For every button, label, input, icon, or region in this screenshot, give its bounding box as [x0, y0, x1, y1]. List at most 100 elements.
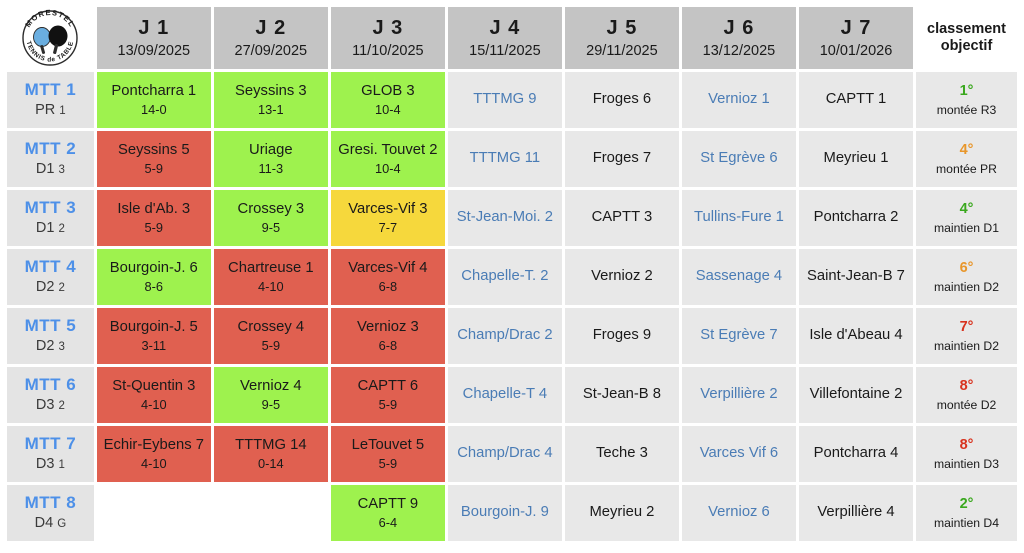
match-cell-j7[interactable]: Pontcharra 4 [798, 426, 913, 482]
match-cell-j6[interactable]: St Egrève 6 [681, 131, 796, 187]
match-cell-j6[interactable]: Varces Vif 6 [681, 426, 796, 482]
match-cell-j7[interactable]: Meyrieu 1 [798, 131, 913, 187]
objective-text: montée D2 [936, 397, 997, 412]
match-cell-j5[interactable]: Vernioz 2 [564, 249, 679, 305]
match-cell-j5[interactable]: Froges 9 [564, 308, 679, 364]
match-cell-j7[interactable]: Isle d'Abeau 4 [798, 308, 913, 364]
round-date: 27/09/2025 [234, 42, 308, 59]
match-cell-j5[interactable]: St-Jean-B 8 [564, 367, 679, 423]
match-score: 3-11 [141, 337, 167, 353]
match-cell-j5[interactable]: Froges 7 [564, 131, 679, 187]
match-cell-j7[interactable]: Pontcharra 2 [798, 190, 913, 246]
opponent-name: St-Quentin 3 [112, 377, 196, 394]
objective-rank: 8° [959, 378, 974, 395]
opponent-name: Tullins-Fure 1 [694, 209, 784, 226]
opponent-name: Meyrieu 1 [823, 150, 889, 167]
opponent-name: Varces-Vif 4 [348, 259, 428, 276]
match-cell-j6[interactable]: Sassenage 4 [681, 249, 796, 305]
opponent-name: St-Jean-Moi. 2 [456, 209, 553, 226]
match-cell-j4[interactable]: Champ/Drac 2 [447, 308, 562, 364]
opponent-name: Crossey 3 [237, 200, 305, 217]
ranking-objective-cell: 8°maintien D3 [916, 426, 1017, 482]
team-division: D4 G [34, 515, 67, 532]
club-logo-cell: MORESTEL TENNIS de TABLE [7, 7, 94, 69]
match-score: 4-10 [140, 455, 167, 471]
match-cell-j6[interactable]: Vernioz 1 [681, 72, 796, 128]
opponent-name: Gresi. Touvet 2 [338, 141, 438, 158]
opponent-name: Saint-Jean-B 7 [807, 268, 905, 285]
match-cell-j3[interactable]: GLOB 3 10-4 [330, 72, 445, 128]
team-division-group: G [57, 518, 67, 531]
match-cell-j7[interactable]: CAPTT 1 [798, 72, 913, 128]
match-cell-j6[interactable]: Tullins-Fure 1 [681, 190, 796, 246]
match-score: 10-4 [375, 101, 401, 117]
match-cell-j4[interactable]: Champ/Drac 4 [447, 426, 562, 482]
objective-rank: 7° [959, 319, 974, 336]
match-cell-j7[interactable]: Saint-Jean-B 7 [798, 249, 913, 305]
match-cell-j4[interactable]: TTTMG 11 [447, 131, 562, 187]
objective-rank: 8° [959, 437, 974, 454]
match-cell-j6[interactable]: Vernioz 6 [681, 485, 796, 541]
opponent-name: Varces Vif 6 [699, 445, 779, 462]
match-cell-j4[interactable]: Bourgoin-J. 9 [447, 485, 562, 541]
objective-rank: 1° [959, 83, 974, 100]
match-cell-j4[interactable]: Chapelle-T. 2 [447, 249, 562, 305]
opponent-name: Isle d'Abeau 4 [809, 327, 903, 344]
match-cell-j7[interactable]: Villefontaine 2 [798, 367, 913, 423]
opponent-name: Vernioz 1 [708, 91, 770, 108]
opponent-name: Uriage [249, 141, 293, 158]
match-cell-j4[interactable]: St-Jean-Moi. 2 [447, 190, 562, 246]
match-cell-j7[interactable]: Verpillière 4 [798, 485, 913, 541]
match-cell-j5[interactable]: Meyrieu 2 [564, 485, 679, 541]
match-score: 5-9 [378, 396, 398, 412]
match-cell-j5[interactable]: Teche 3 [564, 426, 679, 482]
match-cell-j4[interactable]: TTTMG 9 [447, 72, 562, 128]
season-schedule-table: MORESTEL TENNIS de TABLE [4, 4, 1020, 544]
match-cell-j6[interactable]: St Egrève 7 [681, 308, 796, 364]
match-cell-j5[interactable]: Froges 6 [564, 72, 679, 128]
opponent-name: Verpillière 4 [817, 504, 895, 521]
round-date: 29/11/2025 [586, 42, 658, 59]
opponent-name: Vernioz 2 [591, 268, 653, 285]
objective-text: maintien D4 [933, 515, 1000, 530]
match-cell-j4[interactable]: Chapelle-T 4 [447, 367, 562, 423]
opponent-name: GLOB 3 [361, 82, 415, 99]
match-cell-j6[interactable]: Verpillière 2 [681, 367, 796, 423]
opponent-name: St Egrève 6 [700, 150, 778, 167]
team-division-group: 2 [58, 282, 65, 295]
round-name: J 2 [255, 16, 287, 39]
match-cell-j2 [213, 485, 328, 541]
match-cell-j5[interactable]: CAPTT 3 [564, 190, 679, 246]
